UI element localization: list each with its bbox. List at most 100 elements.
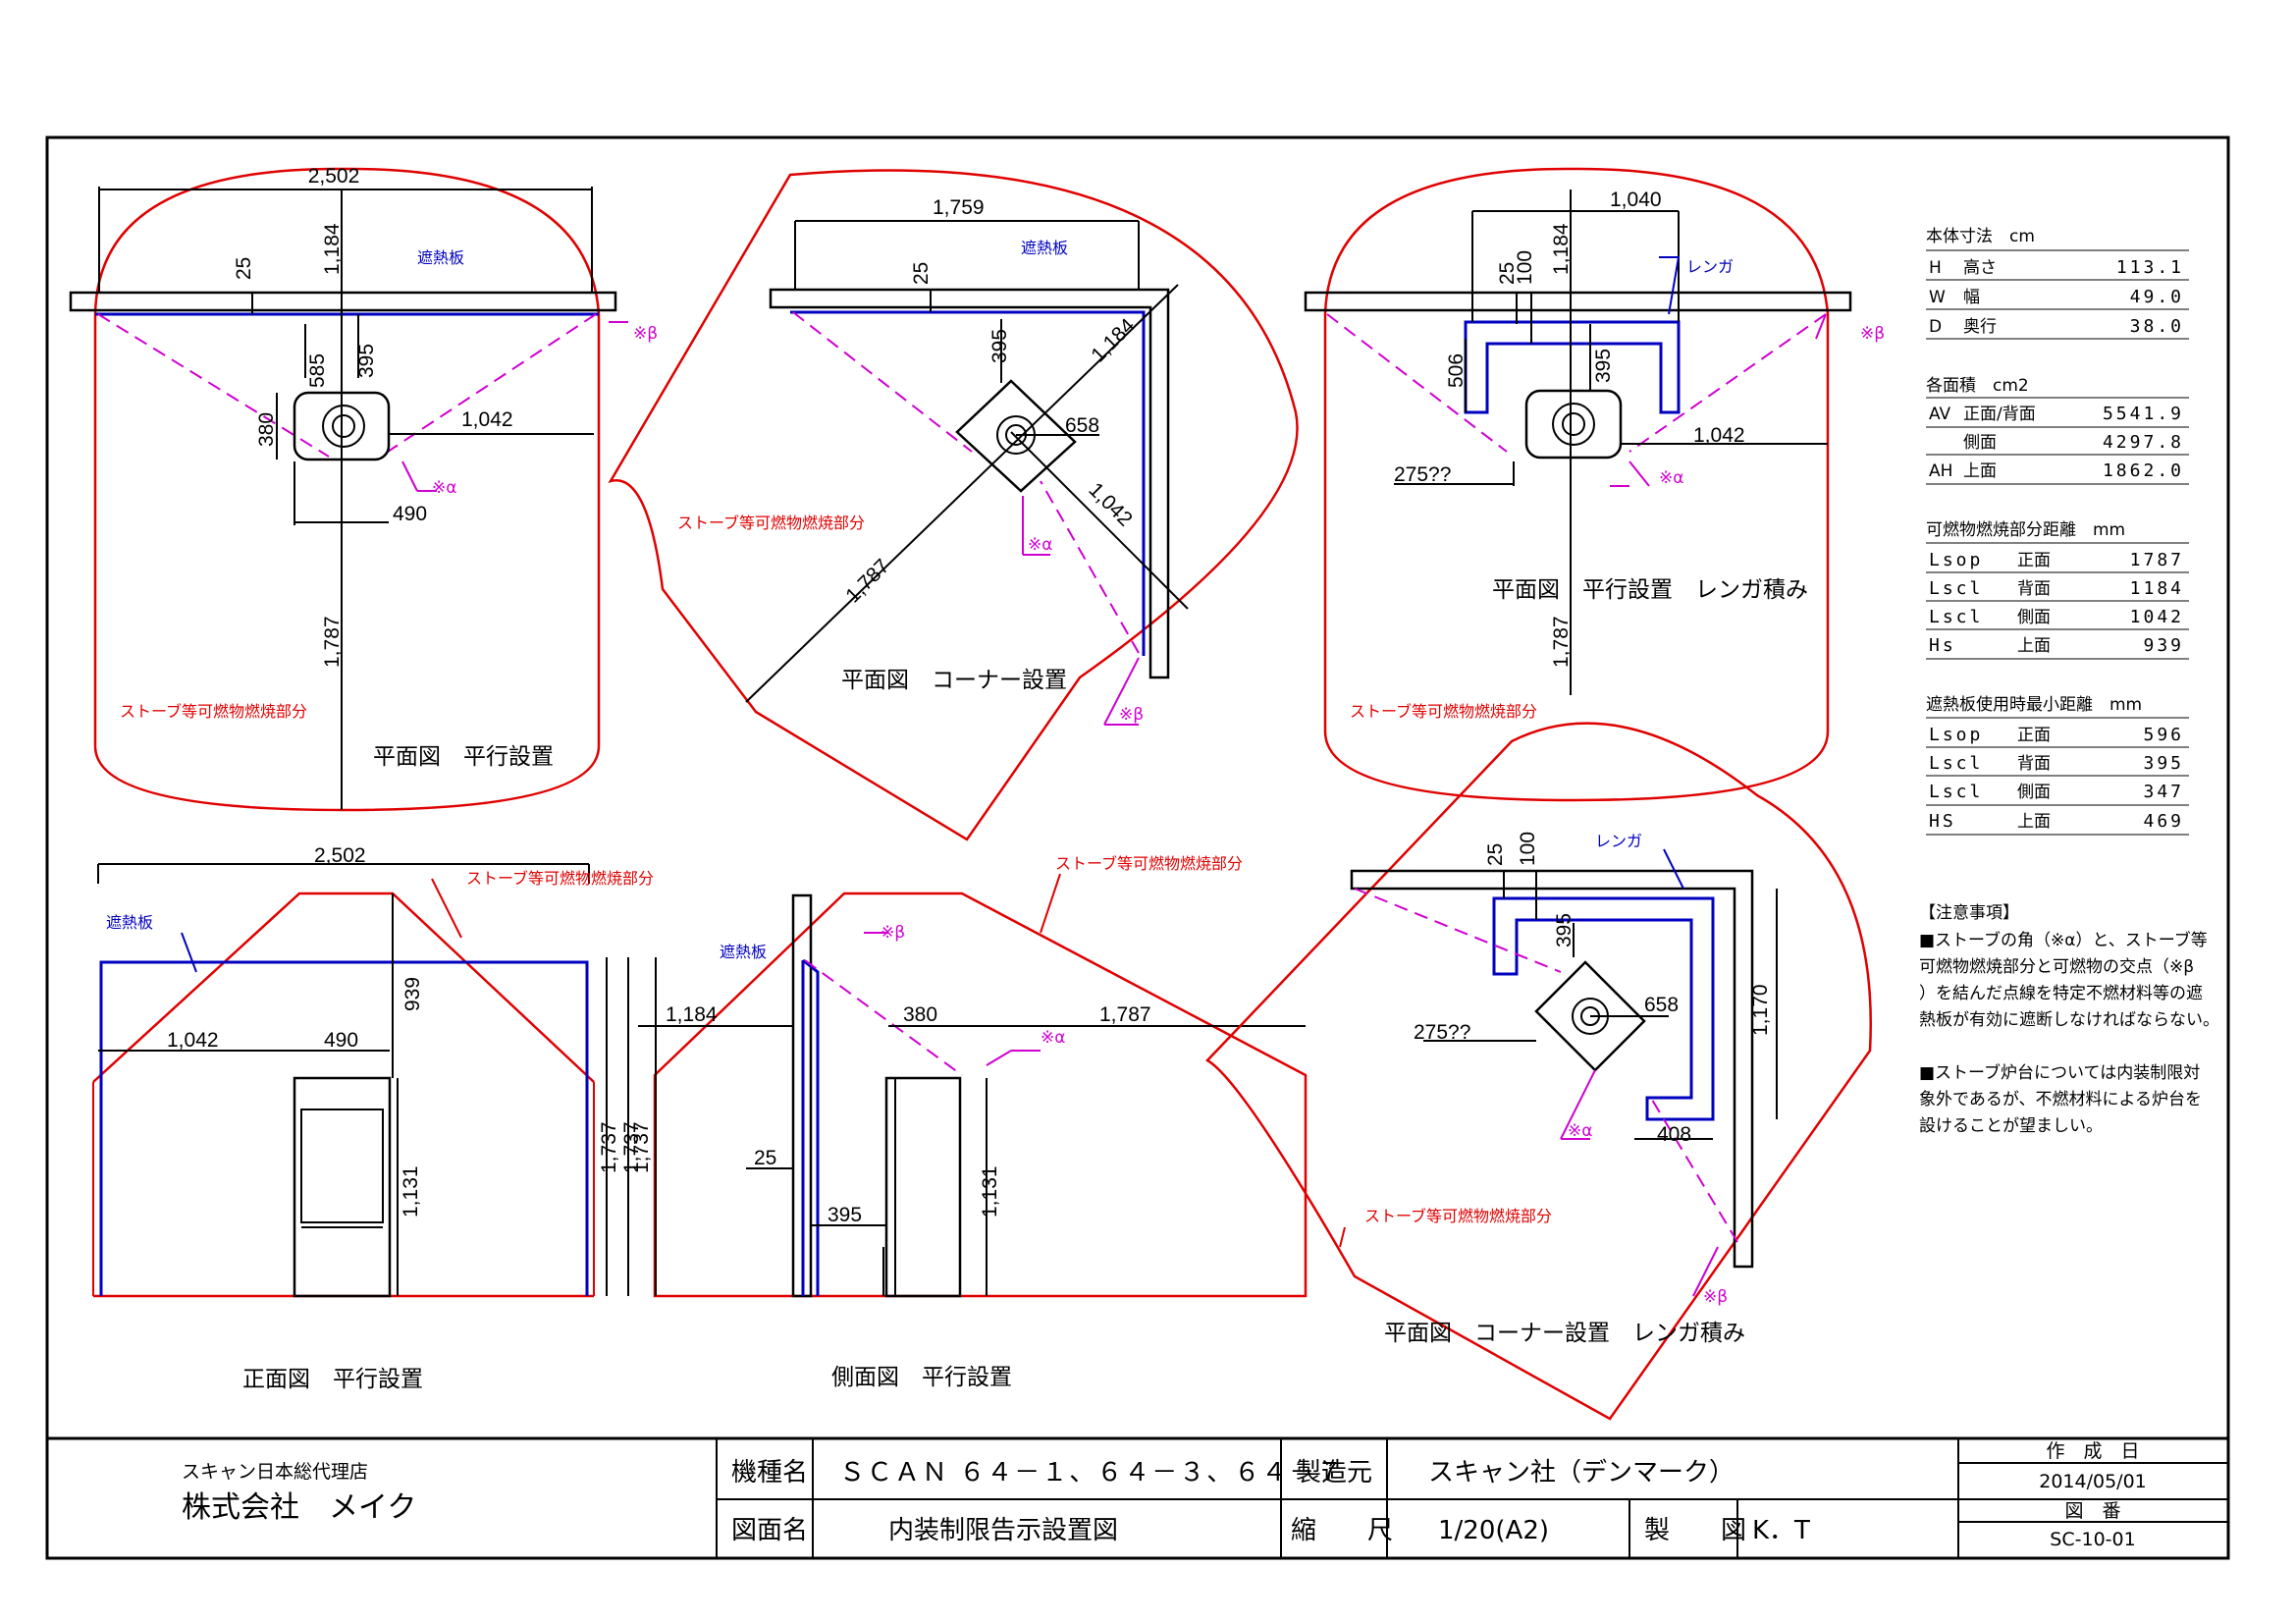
view-title: 正面図 平行設置 — [242, 1367, 423, 1392]
spec-label: 背面 — [2017, 754, 2051, 774]
dim-939: 939 — [401, 977, 424, 1011]
spec-label: 上面 — [2017, 812, 2051, 832]
spec-key: Lsop — [1929, 725, 1983, 745]
spec-area-header: 各面積 cm2 — [1926, 376, 2029, 396]
view-title: 平面図 平行設置 — [373, 744, 554, 770]
spec-key: Lsop — [1929, 550, 1983, 570]
stove — [293, 1076, 392, 1298]
dim-408: 408 — [1657, 1123, 1691, 1146]
dim-1184: 1,184 — [666, 1003, 718, 1026]
dim-395: 395 — [1553, 913, 1575, 947]
stove — [884, 1076, 962, 1298]
wall — [69, 291, 617, 312]
spec-label: 幅 — [1963, 288, 1980, 307]
spec-tables: 本体寸法 cm H 高さ 113.1 W 幅 49.0 D 奥行 38.0 各面… — [1926, 227, 2189, 836]
drafter-value: K．T — [1752, 1516, 1810, 1545]
label-beta: ※β — [1119, 705, 1144, 725]
label-alpha: ※α — [432, 478, 456, 498]
spec-key: D — [1929, 317, 1942, 337]
dim-1759: 1,759 — [933, 196, 985, 219]
drawing-border — [45, 135, 2230, 1560]
spec-value: 5541.9 — [2103, 404, 2184, 424]
spec-label: 側面 — [2017, 783, 2051, 802]
spec-label: 上面 — [1963, 461, 1997, 481]
dim-275: 275?? — [1414, 1021, 1470, 1044]
dim-1787: 1,787 — [1550, 616, 1573, 668]
combustion-area — [608, 169, 1299, 841]
view-plan-parallel — [69, 167, 628, 812]
label-brick: レンガ — [1686, 257, 1734, 276]
dim-658: 658 — [1644, 994, 1679, 1016]
dim-2502: 2,502 — [308, 165, 360, 188]
shield-plate — [801, 958, 820, 1296]
wall — [1304, 291, 1852, 312]
drafter-label: 製 図 — [1644, 1516, 1746, 1545]
note-line: ■ストーブの角（※α）と、ストーブ等 — [1919, 930, 2208, 950]
spec-key: AV — [1929, 405, 1951, 424]
spec-value: 395 — [2143, 753, 2184, 774]
note-line: 象外であるが、不燃材料による炉台を — [1919, 1090, 2202, 1109]
dim-25: 25 — [754, 1147, 776, 1169]
spec-label: 正面 — [2017, 726, 2051, 745]
combustion-area — [92, 892, 595, 1083]
spec-key: Hs — [1929, 635, 1956, 656]
spec-key: AH — [1929, 461, 1952, 481]
label-alpha: ※α — [1659, 468, 1683, 488]
number-label: 図 番 — [2064, 1500, 2120, 1522]
dim-506: 506 — [1445, 353, 1468, 388]
notes-header: 【注意事項】 — [1919, 903, 2019, 923]
dim-1184: 1,184 — [1550, 223, 1573, 275]
spec-label: 背面 — [2017, 579, 2051, 599]
dim-490: 490 — [393, 503, 427, 525]
label-beta: ※β — [881, 923, 905, 943]
spec-key: HS — [1929, 811, 1956, 832]
dim-658: 658 — [1065, 414, 1099, 437]
dim-25: 25 — [1496, 262, 1519, 285]
stove — [1524, 389, 1623, 460]
view-plan-corner-brick — [1204, 722, 1872, 1421]
spec-value: 596 — [2143, 725, 2184, 745]
dim-1170: 1,170 — [1749, 984, 1772, 1036]
label-combustion: ストーブ等可燃物燃焼部分 — [466, 869, 654, 888]
drawing-label: 図面名 — [731, 1516, 808, 1545]
dim-395: 395 — [355, 344, 378, 378]
dim-585: 585 — [306, 353, 329, 388]
label-shield: 遮熱板 — [417, 248, 464, 267]
dim-25: 25 — [1484, 843, 1507, 866]
shield-plate — [99, 960, 589, 1296]
dim-1737-a: 1,737 — [598, 1121, 620, 1173]
dim-380: 380 — [903, 1003, 937, 1026]
spec-label: 正面 — [2017, 551, 2051, 570]
spec-value: 4297.8 — [2103, 432, 2184, 453]
maker-value: スキャン社（デンマーク） — [1428, 1458, 1735, 1488]
view-title: 平面図 コーナー設置 — [841, 668, 1067, 693]
dim-1184: 1,184 — [321, 223, 344, 275]
dim-25: 25 — [910, 262, 933, 285]
label-combustion: ストーブ等可燃物燃焼部分 — [677, 514, 865, 532]
stove — [955, 379, 1077, 493]
label-combustion: ストーブ等可燃物燃焼部分 — [120, 702, 307, 721]
label-shield: 遮熱板 — [106, 913, 153, 932]
date-value: 2014/05/01 — [2039, 1471, 2147, 1492]
label-alpha: ※α — [1568, 1121, 1592, 1141]
model-label: 機種名 — [731, 1458, 808, 1488]
spec-label: 上面 — [2017, 636, 2051, 656]
spec-label: 奥行 — [1963, 317, 1997, 337]
dim-1131: 1,131 — [400, 1165, 422, 1217]
label-brick: レンガ — [1595, 832, 1642, 850]
note-line: ■ストーブ炉台については内装制限対 — [1919, 1062, 2200, 1083]
dim-1737: 1,737 — [630, 1121, 653, 1173]
spec-label: 側面 — [1963, 433, 1997, 453]
model-value: ＳＣＡＮ ６４－１、６４－３、６４－７ — [839, 1458, 1344, 1488]
spec-value: 1862.0 — [2103, 460, 2184, 481]
view-plan-corner — [608, 169, 1299, 841]
dim-100: 100 — [1517, 832, 1539, 866]
dim-395: 395 — [988, 329, 1011, 363]
dim-1042: 1,042 — [1693, 424, 1745, 447]
dim-395: 395 — [1592, 349, 1615, 383]
spec-value: 38.0 — [2130, 316, 2184, 337]
notes: 【注意事項】 ■ストーブの角（※α）と、ストーブ等 可燃物燃焼部分と可燃物の交点… — [1919, 903, 2219, 1136]
combustion-area — [1204, 722, 1872, 1421]
drawing-value: 内装制限告示設置図 — [888, 1516, 1118, 1545]
